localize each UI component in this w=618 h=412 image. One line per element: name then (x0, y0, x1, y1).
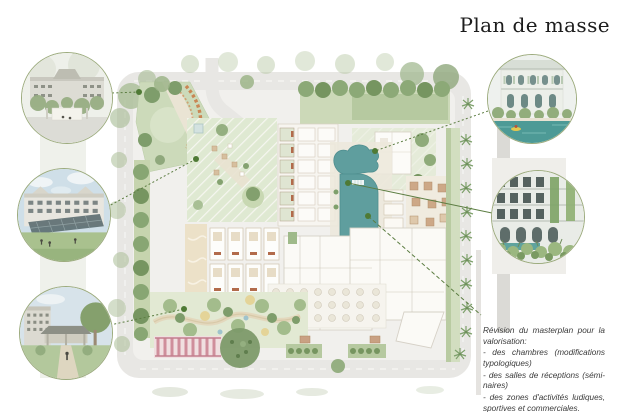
annotation-line: - des salles de réceptions (sémi-naires) (483, 370, 605, 391)
annotation-block: Révision du masterplan pour la valorisat… (483, 326, 605, 412)
annotation-line: Révision du masterplan pour la valorisat… (483, 326, 605, 346)
page-title: Plan de masse (459, 13, 610, 37)
annotation-line: - des chambres (modifications typologiqu… (483, 348, 605, 368)
vignette-villa-pool (487, 54, 577, 144)
vignette-glass-canopy-hotel (17, 168, 111, 262)
central-rooms-building (277, 123, 339, 227)
vignette-garden-pavilion (19, 286, 113, 380)
pergola (154, 336, 222, 358)
annotation-line: - des zones d'activités ludiques, sporti… (483, 392, 605, 412)
west-hedge-strip (133, 160, 150, 341)
big-tree (220, 328, 260, 368)
vignette-hotel-facade-pool (491, 170, 585, 264)
beach-deck (185, 224, 207, 308)
entry-plaza (211, 143, 250, 188)
vignette-hotel-courtyard (21, 52, 113, 144)
masterplan-drawing (108, 51, 475, 399)
south-hedges (286, 335, 386, 373)
plan-edge-strip (476, 250, 481, 395)
